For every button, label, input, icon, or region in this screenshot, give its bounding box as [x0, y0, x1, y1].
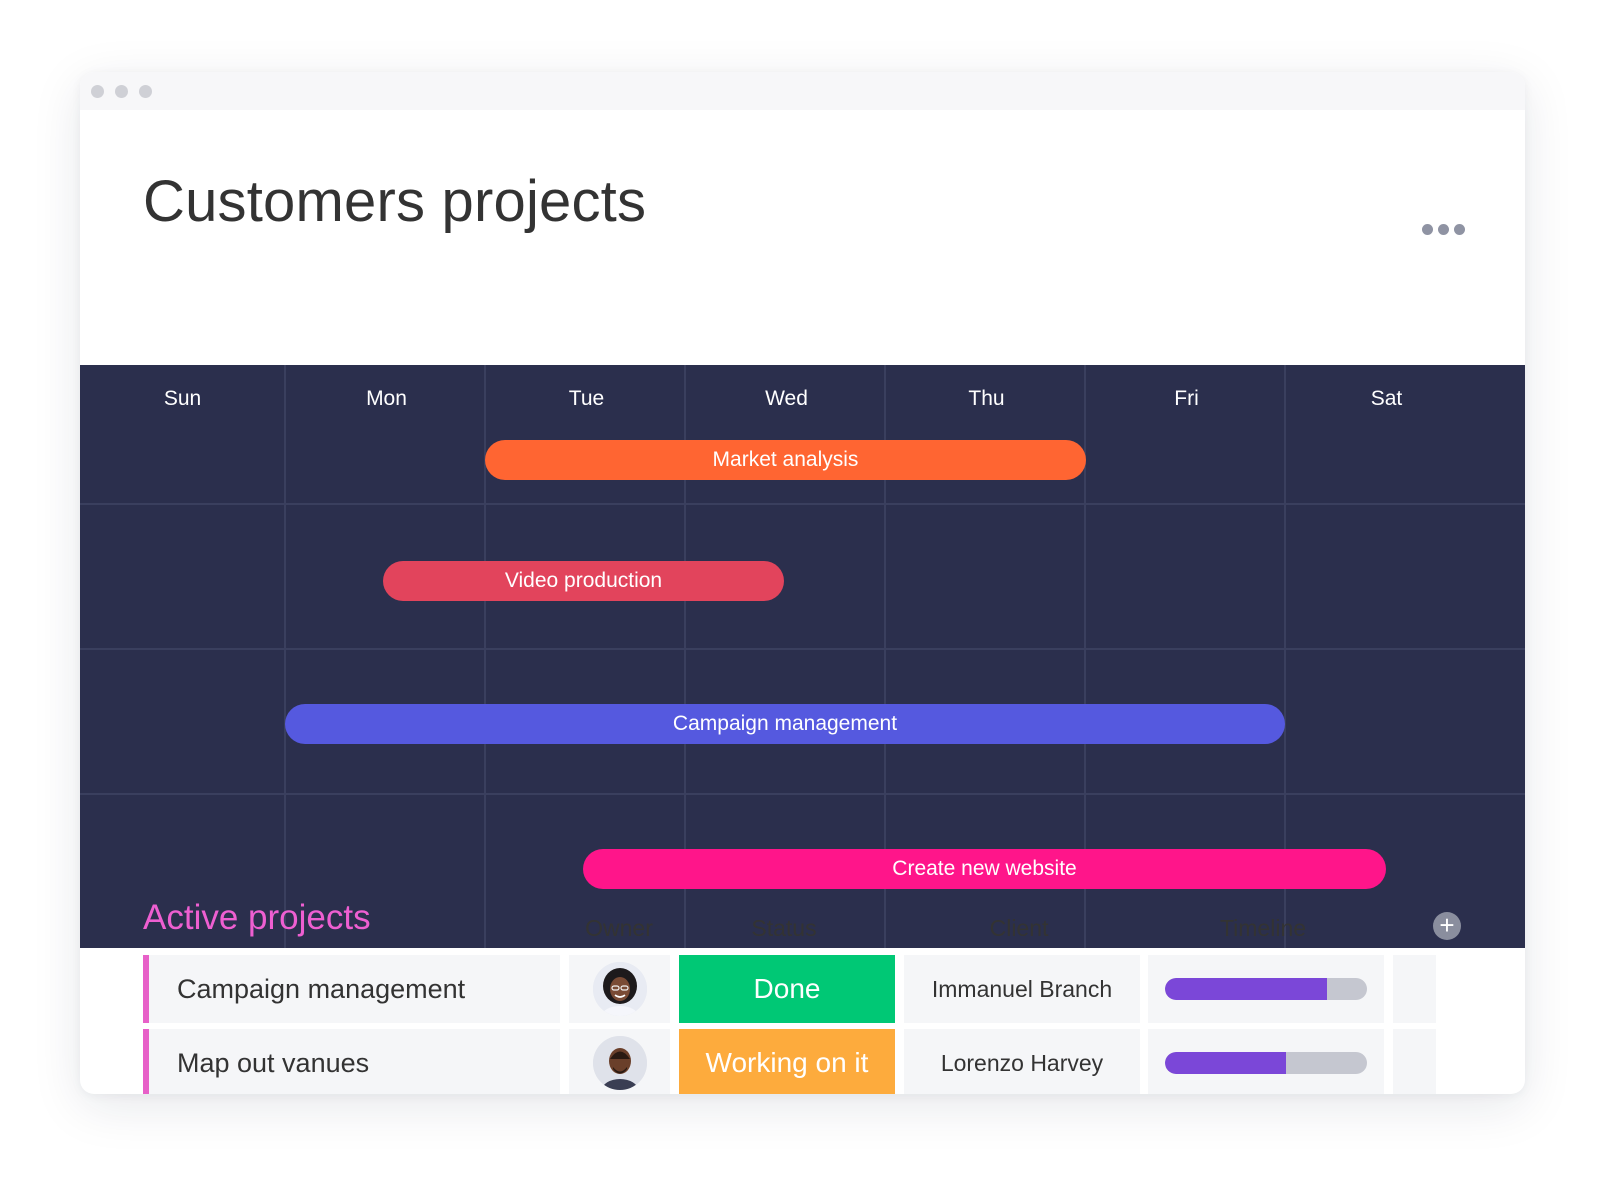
- app-window: Customers projects Sun Mon Tue Wed Thu F…: [80, 72, 1525, 1094]
- owner-cell[interactable]: [569, 1029, 670, 1094]
- owner-cell[interactable]: [569, 955, 670, 1023]
- timeline-cell[interactable]: [1148, 955, 1384, 1023]
- timeline-bar[interactable]: [1165, 978, 1367, 1000]
- grid-line: [1284, 365, 1286, 948]
- board-header: Customers projects: [80, 110, 1525, 365]
- add-column-icon[interactable]: +: [1433, 912, 1461, 940]
- calendar-view: Sun Mon Tue Wed Thu Fri Sat Market analy…: [80, 365, 1525, 948]
- column-header-client[interactable]: Client: [989, 915, 1049, 941]
- window-titlebar: [80, 72, 1525, 110]
- client-cell[interactable]: Lorenzo Harvey: [904, 1029, 1140, 1094]
- column-header-status[interactable]: Status: [751, 915, 817, 941]
- row-group-color: [143, 1029, 149, 1094]
- item-name[interactable]: Campaign management: [149, 955, 560, 1023]
- event-create-new-website[interactable]: Create new website: [583, 849, 1386, 889]
- avatar: [592, 962, 647, 1016]
- grid-line: [80, 503, 1525, 505]
- grid-line: [684, 365, 686, 948]
- empty-cell: [1393, 1029, 1436, 1094]
- grid-line: [884, 365, 886, 948]
- day-label-fri: Fri: [1174, 387, 1199, 410]
- timeline-cell[interactable]: [1148, 1029, 1384, 1094]
- grid-line: [484, 365, 486, 948]
- column-header-owner[interactable]: Owner: [585, 915, 653, 941]
- avatar-woman-icon: [592, 962, 647, 1016]
- event-video-production[interactable]: Video production: [383, 561, 784, 601]
- window-minimize-dot[interactable]: [115, 85, 128, 98]
- row-group-color: [143, 955, 149, 1023]
- page-title: Customers projects: [143, 169, 647, 234]
- avatar: [592, 1036, 647, 1090]
- day-label-sun: Sun: [163, 387, 202, 410]
- window-close-dot[interactable]: [91, 85, 104, 98]
- day-label-tue: Tue: [568, 387, 605, 410]
- timeline-bar[interactable]: [1165, 1052, 1367, 1074]
- avatar-man-icon: [592, 1036, 647, 1090]
- client-cell[interactable]: Immanuel Branch: [904, 955, 1140, 1023]
- group-title[interactable]: Active projects: [143, 898, 371, 937]
- grid-line: [1084, 365, 1086, 948]
- day-label-thu: Thu: [968, 387, 1005, 410]
- event-campaign-management[interactable]: Campaign management: [285, 704, 1285, 744]
- column-header-timeline[interactable]: Timeline: [1219, 915, 1307, 941]
- status-working-on-it[interactable]: Working on it: [679, 1029, 895, 1094]
- grid-line: [284, 365, 286, 948]
- empty-cell: [1393, 955, 1436, 1023]
- day-label-sat: Sat: [1370, 387, 1403, 410]
- event-market-analysis[interactable]: Market analysis: [485, 440, 1086, 480]
- window-maximize-dot[interactable]: [139, 85, 152, 98]
- table-row[interactable]: Map out vanues Working on it Lorenzo Har…: [143, 1029, 1473, 1094]
- item-name[interactable]: Map out vanues: [149, 1029, 560, 1094]
- grid-line: [80, 648, 1525, 650]
- grid-line: [80, 793, 1525, 795]
- status-done[interactable]: Done: [679, 955, 895, 1023]
- timeline-progress: [1165, 1052, 1287, 1074]
- day-label-mon: Mon: [366, 387, 407, 410]
- more-options-icon[interactable]: [1422, 222, 1468, 236]
- timeline-progress: [1165, 978, 1327, 1000]
- table-row[interactable]: Campaign management Done Immanuel Branch: [143, 955, 1473, 1023]
- day-label-wed: Wed: [765, 387, 808, 410]
